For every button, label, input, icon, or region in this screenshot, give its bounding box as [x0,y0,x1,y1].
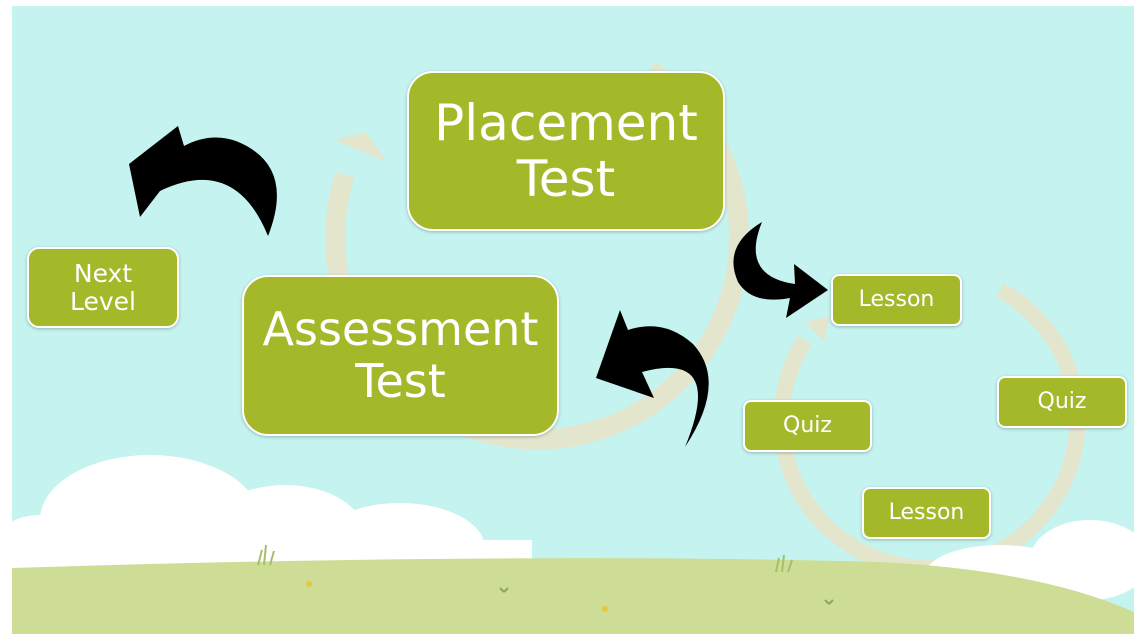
grass-hill [12,558,1134,634]
curved-arrow-to-assessment-icon [596,310,709,447]
curved-arrow-to-next-level-icon [129,126,277,236]
placement-test-box: Placement Test [407,71,725,231]
grass-tufts [257,544,793,573]
curved-arrow-to-lesson-icon [733,222,828,318]
next-level-box: Next Level [27,247,179,328]
lesson-label: Lesson [858,286,935,312]
lesson-label: Lesson [888,499,965,525]
cloud [1030,520,1138,600]
flowers [306,581,834,612]
next-level-label: Next Level [70,258,136,316]
lesson-box-bottom: Lesson [862,487,991,539]
curved-arrow-icon [129,126,828,447]
quiz-box-right: Quiz [997,376,1127,428]
quiz-box-left: Quiz [743,400,872,452]
quiz-label: Quiz [1037,388,1087,414]
quiz-label: Quiz [783,412,832,438]
assessment-test-label: Assessment Test [262,301,539,408]
placement-test-label: Placement Test [434,94,698,208]
assessment-test-box: Assessment Test [242,275,559,436]
lesson-box-top: Lesson [831,274,962,326]
